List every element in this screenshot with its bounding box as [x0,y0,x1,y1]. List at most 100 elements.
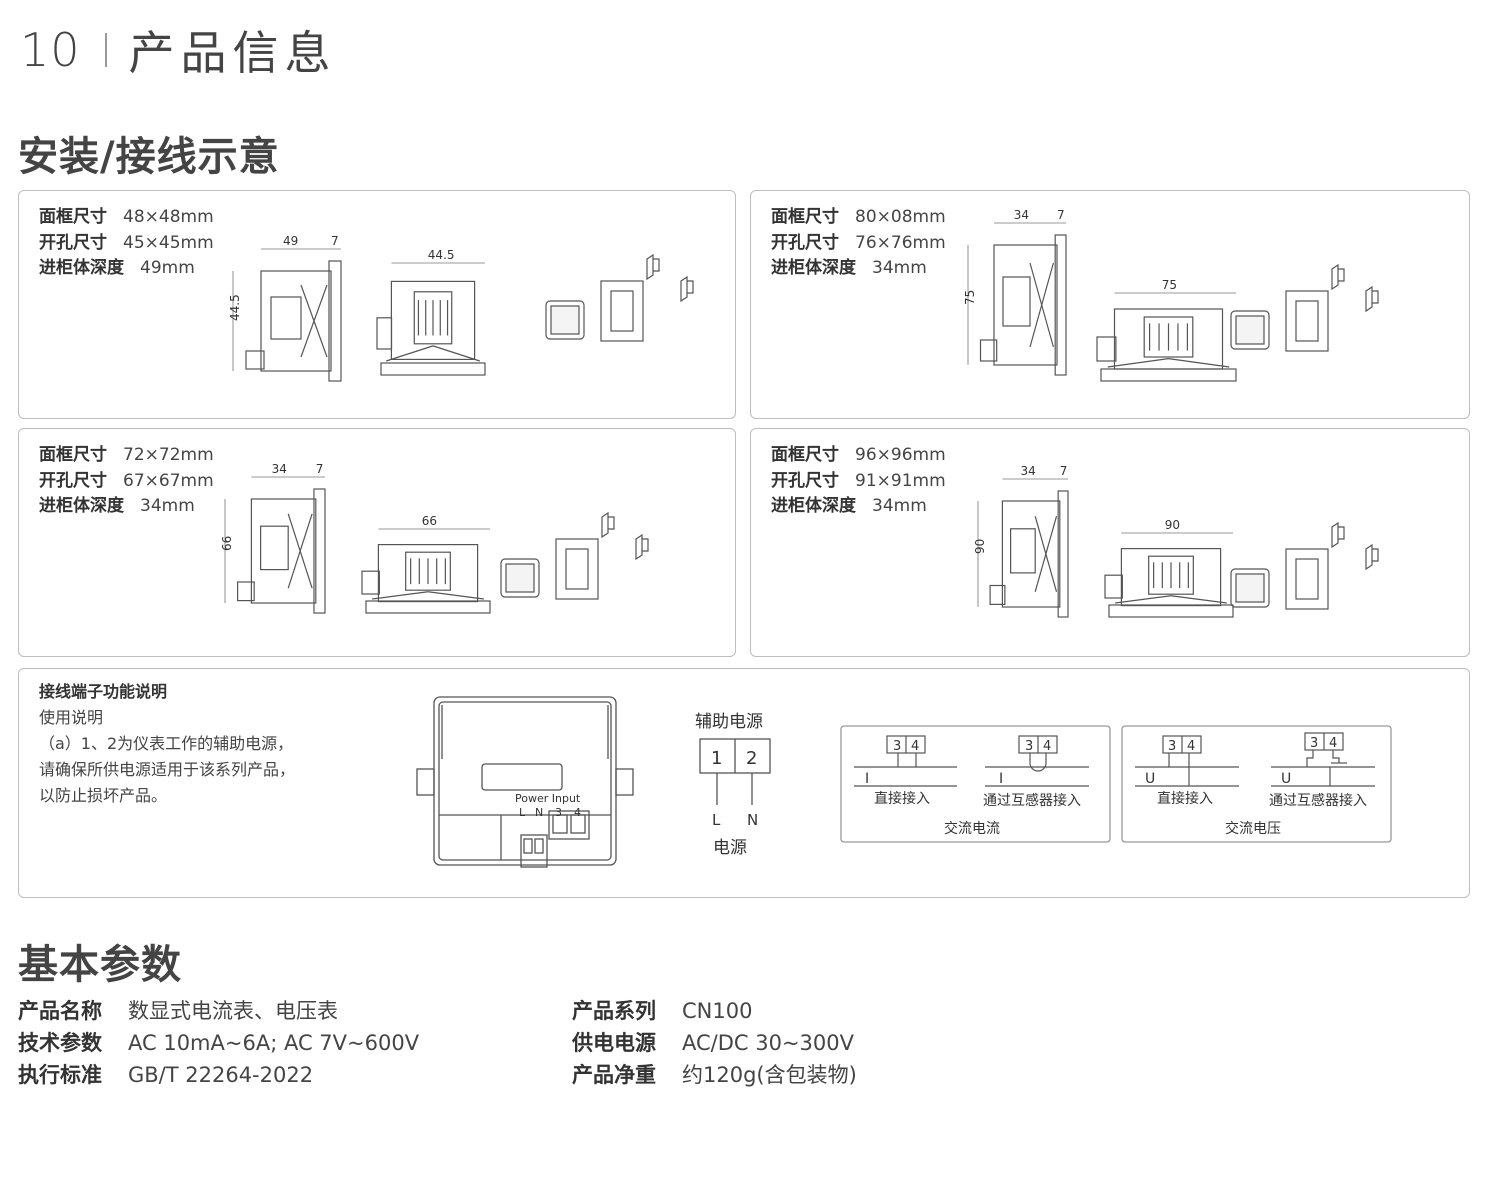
wiring-line: （a）1、2为仪表工作的辅助电源， [39,734,294,753]
depth-dim-label: 34 [272,462,287,476]
current-signal: I [999,771,1003,787]
meter-back-view [416,696,634,868]
aux-power-title: 辅助电源 [695,712,763,732]
ac-voltage-box [1121,725,1392,843]
param-label: 产品名称 [18,999,102,1023]
spec-label: 进柜体深度 [771,258,856,278]
depth-dim-label: 34 [1014,208,1029,222]
spec-label: 面框尺寸 [771,207,839,227]
flange-dim-label: 7 [1060,464,1068,478]
param-label: 执行标准 [18,1063,102,1087]
top-view [361,543,491,614]
voltage-terminal: 4 [1329,736,1337,751]
param-value: 数显式电流表、电压表 [128,999,338,1023]
terminal-label: N [535,806,543,819]
param-value: AC/DC 30~300V [682,1031,855,1055]
wiring-line: 使用说明 [39,708,104,727]
page-number: 10 [20,23,81,77]
page-header: 10 产品信息 [20,22,337,80]
voltage-signal: U [1145,771,1155,787]
wiring-panel: 接线端子功能说明 使用说明 （a）1、2为仪表工作的辅助电源， 请确保所供电源适… [18,668,1470,898]
terminal-label: L [519,806,526,819]
wiring-line: 以防止损坏产品。 [39,786,168,805]
current-direct-label: 直接接入 [874,790,930,807]
voltage-terminal: 4 [1187,739,1195,754]
param-value: AC 10mA~6A; AC 7V~600V [128,1031,420,1055]
param-value: GB/T 22264-2022 [128,1063,314,1087]
front-isometric [1230,521,1379,610]
section-title-params: 基本参数 [18,942,182,988]
depth-dim-label: 49 [283,234,298,248]
spec-label: 面框尺寸 [39,445,107,465]
param-value: CN100 [682,999,753,1023]
spec-value: 49mm [140,258,195,278]
depth-dim-label: 34 [1020,464,1035,478]
aux-lead-n: N [747,811,758,829]
flange-dim-label: 7 [316,462,324,476]
front-isometric [500,511,649,600]
top-view [1104,547,1234,618]
side-view [245,260,342,382]
height-dim-label: 75 [963,290,977,305]
width-dim-label: 44.5 [428,248,455,262]
side-view [989,490,1069,618]
section-title-install: 安装/接线示意 [18,134,280,180]
spec-value: 96×96mm [855,445,946,465]
voltage-via-label: 通过互感器接入 [1269,792,1367,809]
current-caption: 交流电流 [944,820,1000,837]
aux-terminal-block [699,738,771,805]
current-terminal: 3 [893,739,901,754]
header-divider [104,33,107,67]
page-title: 产品信息 [128,26,337,80]
voltage-terminal: 3 [1168,739,1176,754]
spec-label: 开孔尺寸 [771,470,839,491]
spec-label: 进柜体深度 [39,496,124,516]
height-dim-label: 90 [973,539,987,554]
terminal-label: 3 [555,806,562,819]
current-via-label: 通过互感器接入 [983,792,1081,809]
wiring-diagrams: Power Input L N 3 4 辅助电源 1 2 L N 电源 3 4 … [416,696,1392,868]
spec-label: 进柜体深度 [39,258,124,278]
spec-value: 91×91mm [855,470,946,491]
terminal-label: 4 [574,806,581,819]
wiring-title: 接线端子功能说明 [39,682,168,701]
voltage-caption: 交流电压 [1225,820,1281,837]
height-dim-label: 66 [220,536,234,551]
param-row: 产品名称 数显式电流表、电压表 [18,995,419,1027]
aux-terminal-1: 1 [711,748,722,769]
param-label: 产品净重 [572,1063,656,1087]
spec-value: 76×76mm [855,232,946,253]
spec-row: 进柜体深度 34mm [39,494,214,520]
aux-caption: 电源 [713,838,747,858]
spec-label: 面框尺寸 [39,207,107,227]
flange-dim-label: 7 [1057,208,1065,222]
aux-terminal-2: 2 [746,748,757,769]
side-view [979,234,1067,376]
front-isometric [1230,263,1379,352]
top-view [1096,308,1237,382]
voltage-terminal: 3 [1310,736,1318,751]
spec-label: 进柜体深度 [771,496,856,516]
spec-label: 开孔尺寸 [39,470,107,491]
spec-value: 34mm [140,496,195,516]
spec-value: 34mm [872,496,927,516]
